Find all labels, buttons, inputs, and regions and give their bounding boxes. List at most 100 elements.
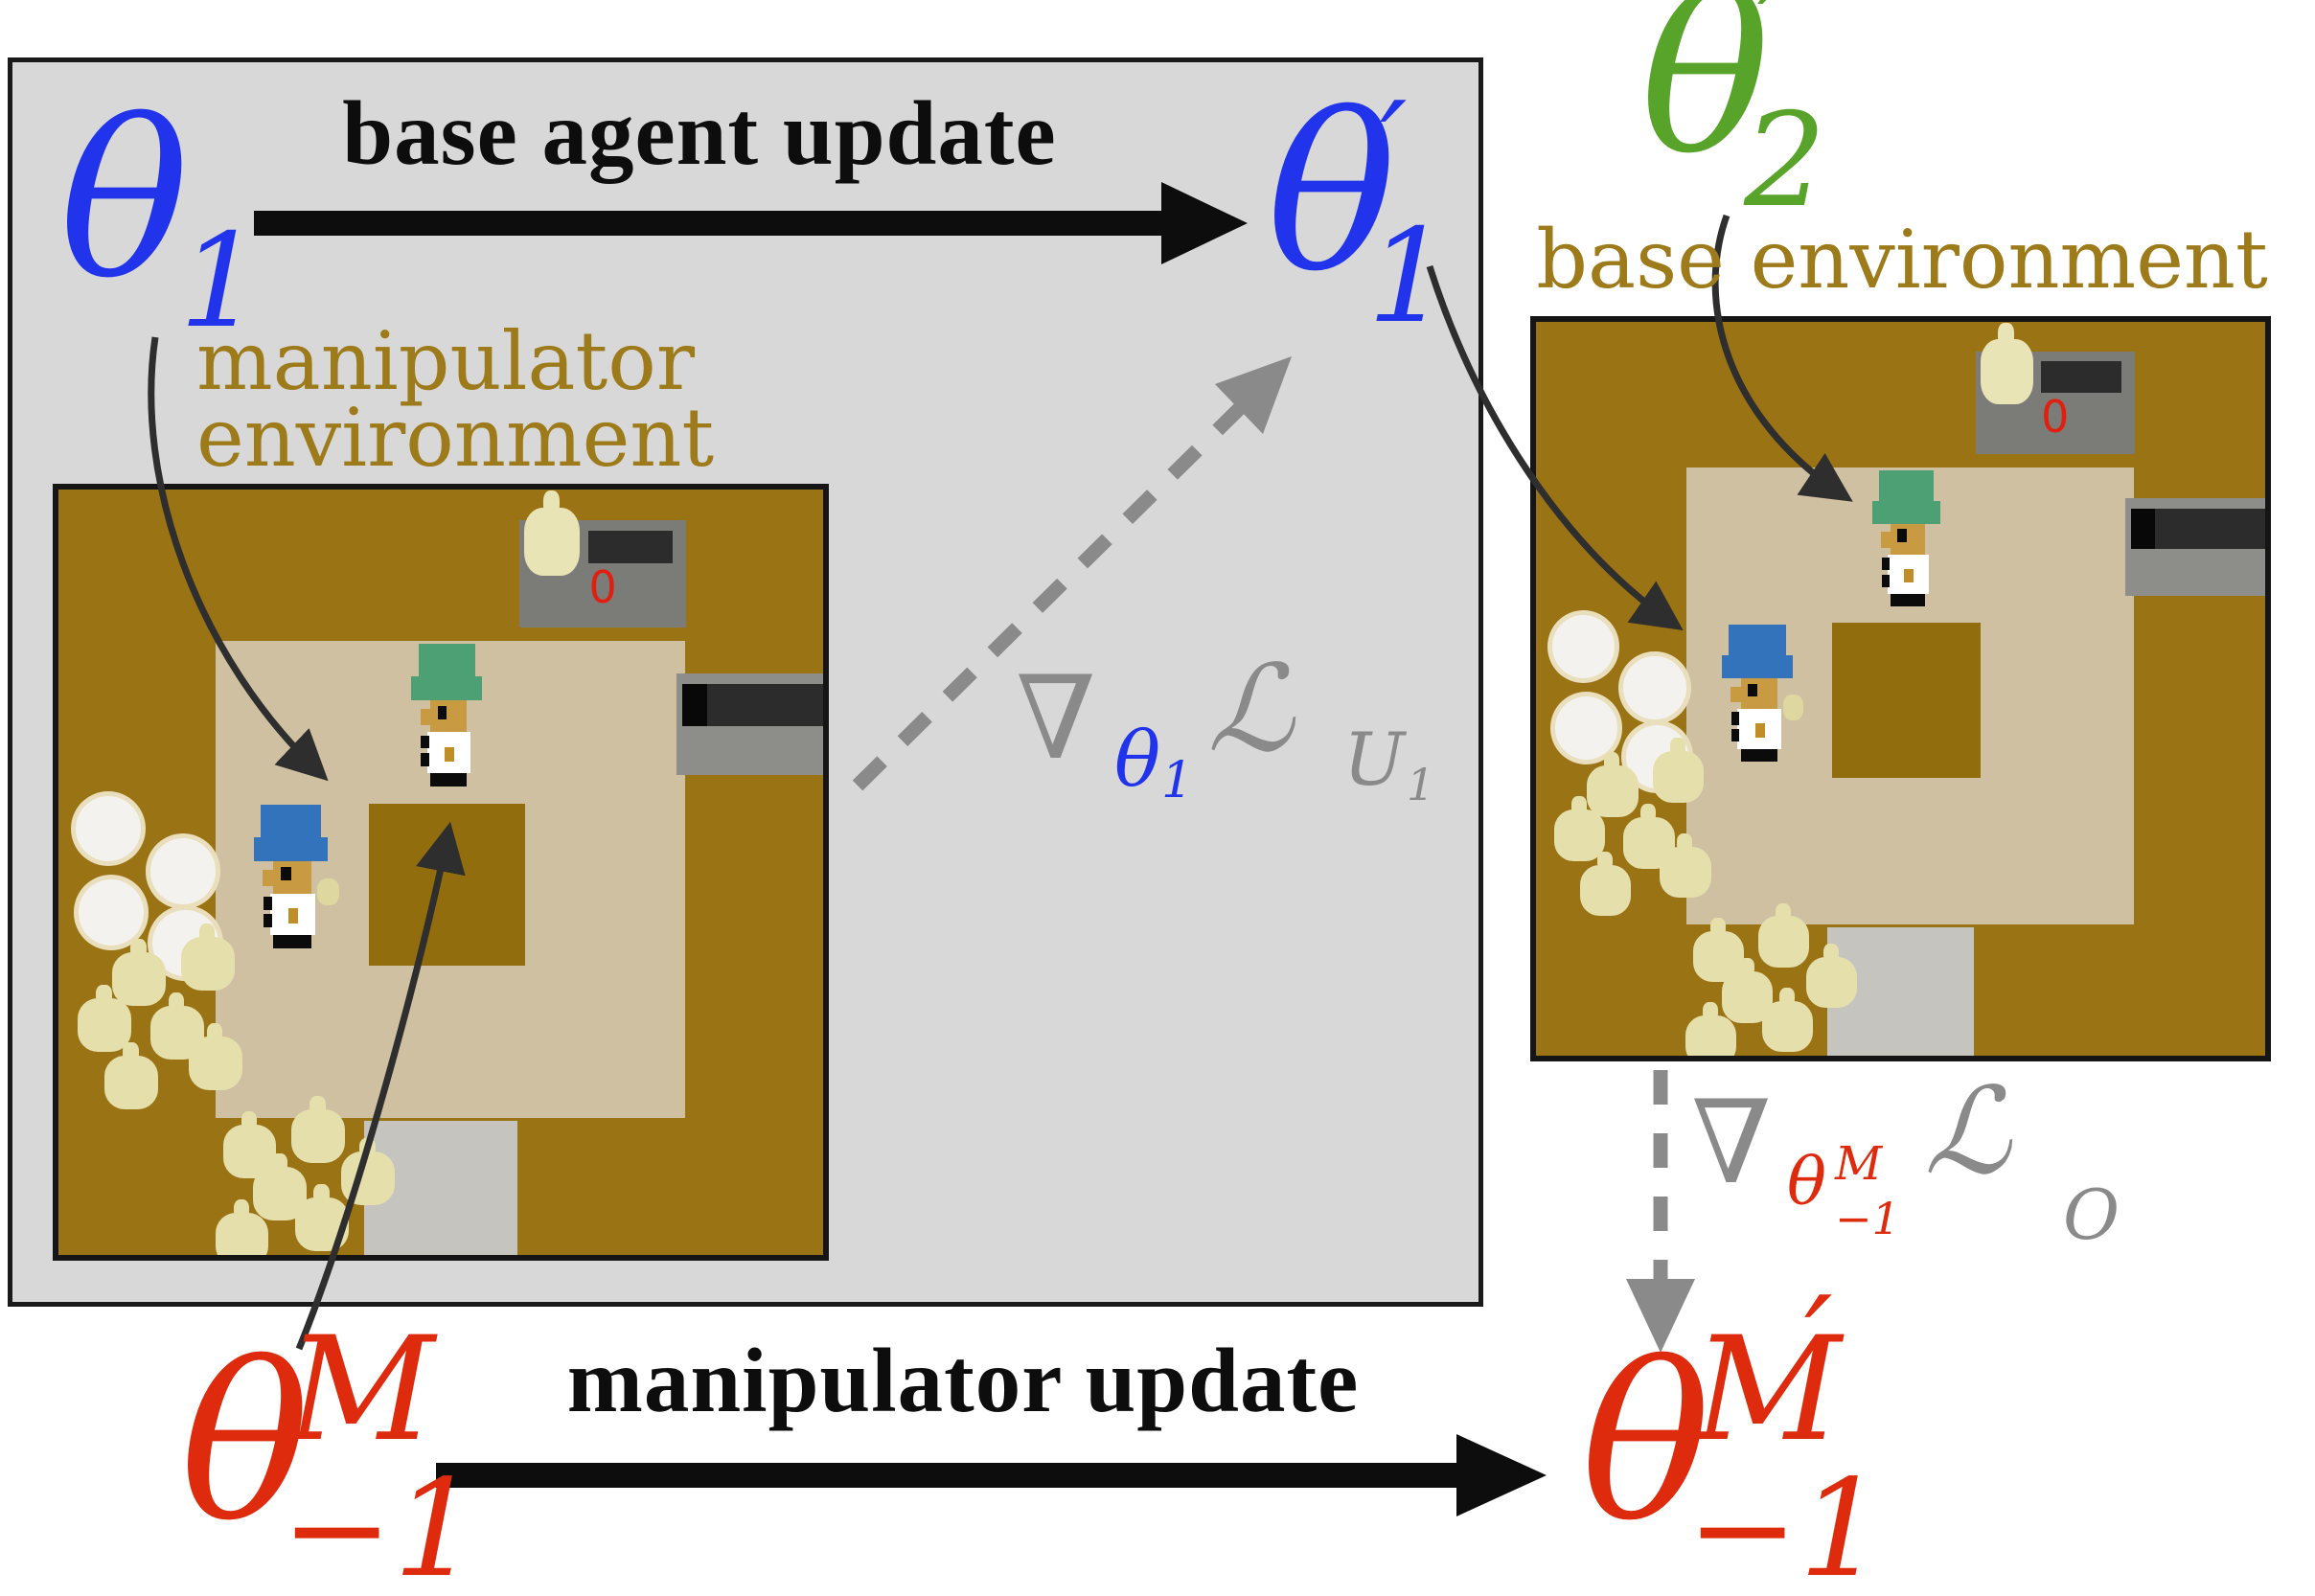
table <box>368 803 525 966</box>
chef-face <box>273 860 312 894</box>
chef-hat-icon <box>1729 624 1787 661</box>
gradient-manip-label: ∇ θ M −1 ℒ O <box>1691 1072 2142 1293</box>
plate-icon <box>1551 615 1616 679</box>
flower-icon <box>1652 738 1705 803</box>
theta-2-prime-label: θ ′ 2 <box>1640 0 1890 241</box>
theta-symbol: θ <box>1581 1318 1711 1569</box>
flower-icon <box>295 1183 350 1251</box>
shelf-bar <box>706 684 823 726</box>
manipulator-environment-line1: manipulator <box>196 314 695 408</box>
chef-nose <box>420 708 432 725</box>
chef-hat-icon <box>418 644 476 683</box>
theta-subscript-index: 1 <box>1161 752 1194 809</box>
score-panel: 0 <box>1975 323 2135 454</box>
loss-subscript: O <box>2063 1174 2120 1255</box>
theta-subscript-symbol: θ <box>1787 1145 1826 1220</box>
theta-superscript: M <box>1694 1307 1842 1473</box>
base-environment-label: base environment <box>1536 213 2268 307</box>
chef-feet <box>430 773 468 787</box>
theta-subscript: 1 <box>1367 201 1450 352</box>
flower-icon <box>103 1041 158 1110</box>
score-value: 0 <box>2041 390 2070 443</box>
shelf-slot-icon <box>2130 509 2155 549</box>
reward-bar <box>2040 361 2122 393</box>
manipulator-environment-line2: environment <box>196 390 715 485</box>
shelf-panel <box>2124 497 2265 596</box>
theta-1-prime-label: θ ′ 1 <box>1267 81 1516 359</box>
chef-hat-brim <box>1872 501 1940 524</box>
theta-subscript-index: −1 <box>1835 1193 1900 1244</box>
theta-subscript: −1 <box>1686 1451 1885 1596</box>
chef-eye <box>1748 683 1758 696</box>
shelf-panel <box>676 673 823 776</box>
nabla-symbol: ∇ <box>1016 652 1096 786</box>
flower-icon <box>291 1095 346 1164</box>
theta-superscript: M <box>287 1307 435 1473</box>
chef-collar-dot <box>1731 728 1740 742</box>
loss-subscript: U <box>1343 717 1406 802</box>
theta-symbol: θ <box>180 1318 310 1569</box>
reward-star-icon <box>1980 323 2033 405</box>
prime-mark: ′ <box>1380 77 1408 216</box>
theta-symbol: θ <box>1267 69 1397 320</box>
loss-subscript-index: 1 <box>1407 759 1435 810</box>
reward-bar <box>587 531 674 563</box>
flower-icon <box>1587 752 1639 818</box>
held-item-icon <box>1782 695 1804 721</box>
flower-icon <box>215 1198 269 1255</box>
flower-icon <box>111 938 166 1007</box>
chef-collar-dot <box>1881 574 1890 587</box>
plate-icon <box>78 879 145 946</box>
plate-icon <box>75 795 142 862</box>
score-panel: 0 <box>519 490 687 627</box>
flower-icon <box>1579 851 1631 917</box>
flower-icon <box>180 923 235 992</box>
chef-hat-icon <box>1879 469 1935 507</box>
manipulator-update-label: manipulator update <box>566 1330 1360 1431</box>
gradient-dashed-arrow-down <box>1626 1070 1695 1353</box>
chef-eye <box>1897 529 1907 542</box>
manipulator-environment-image: 0 <box>53 484 829 1261</box>
chef-hat-brim <box>253 837 329 861</box>
flower-icon <box>1761 987 1814 1053</box>
chef-nose <box>1731 686 1742 702</box>
theta-symbol: θ <box>59 76 190 327</box>
plate-icon <box>149 838 217 905</box>
plate-icon <box>1623 656 1686 720</box>
blue-hat-agent <box>1717 624 1804 766</box>
chef-collar-dot <box>421 735 429 749</box>
chef-collar-dot <box>1881 557 1890 571</box>
chef-button <box>444 746 454 763</box>
flower-icon <box>77 984 131 1053</box>
shelf-bar <box>2154 509 2265 549</box>
chef-collar-dot <box>1731 712 1740 725</box>
manipulator-environment-label: manipulator environment <box>196 314 715 485</box>
chef-face <box>430 699 468 733</box>
chef-collar-dot <box>421 752 429 766</box>
chef-hat-brim <box>411 676 483 700</box>
flower-icon <box>1805 943 1857 1009</box>
base-environment-image: 0 <box>1530 316 2271 1061</box>
flower-icon <box>188 1022 242 1091</box>
blue-hat-agent <box>248 805 339 952</box>
chef-feet <box>1891 594 1926 607</box>
chef-collar-dot <box>264 914 272 928</box>
flower-icon <box>341 1137 396 1206</box>
green-hat-agent <box>1868 469 1950 611</box>
chef-hat-brim <box>1722 655 1794 678</box>
nabla-symbol: ∇ <box>1691 1077 1772 1210</box>
chef-eye <box>437 705 447 719</box>
theta-1-label: θ 1 <box>59 86 309 354</box>
theta-subscript: 2 <box>1744 85 1826 236</box>
chef-nose <box>263 870 275 886</box>
green-hat-agent <box>406 644 493 790</box>
flower-icon <box>1660 832 1711 899</box>
table <box>1831 623 1982 779</box>
loss-symbol: ℒ <box>1207 640 1295 779</box>
flower-icon <box>1758 902 1810 969</box>
chef-button <box>1904 568 1914 583</box>
shelf-slot-icon <box>681 684 707 726</box>
score-value: 0 <box>588 560 617 613</box>
prime-mark: ′ <box>1757 0 1785 98</box>
